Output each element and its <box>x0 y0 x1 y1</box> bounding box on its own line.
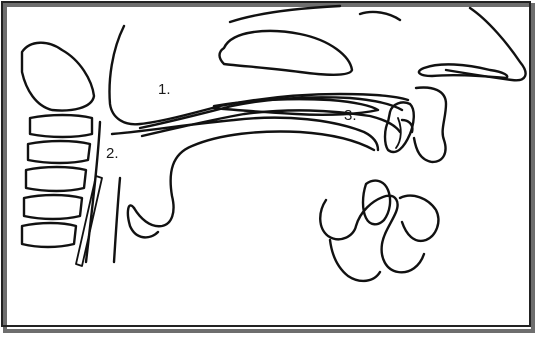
nasal-concha <box>220 31 353 75</box>
nostril <box>419 64 507 78</box>
anterior-pharyngeal-wall <box>114 178 120 262</box>
epiglottis <box>128 205 158 237</box>
tongue-dorsum <box>134 132 374 227</box>
label-3: 3. <box>344 107 357 124</box>
mandible-lower <box>330 240 380 281</box>
label-1: 1. <box>158 81 171 98</box>
upper-incisor-inner <box>396 118 401 148</box>
upper-lip <box>414 88 446 162</box>
frame-shadow <box>5 5 533 331</box>
nasal-cavity-top <box>360 12 400 20</box>
chin <box>400 196 438 241</box>
lower-incisor <box>363 181 390 225</box>
cervical-vertebrae <box>22 43 94 247</box>
nasopharynx-roof <box>110 26 408 124</box>
label-2: 2. <box>106 145 119 162</box>
frame-border <box>2 2 530 326</box>
skull-base <box>230 6 340 22</box>
